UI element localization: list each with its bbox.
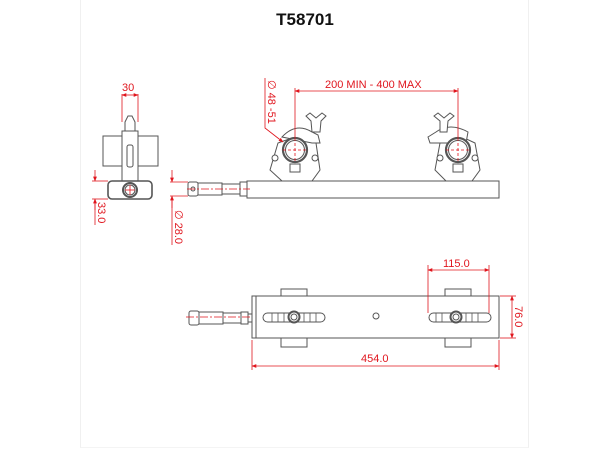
front-view-dimensions (170, 78, 470, 245)
dim-side-height: 33.0 (95, 202, 107, 223)
right-half-coupler (427, 112, 481, 182)
drawing-title: T58701 (276, 10, 334, 29)
left-half-coupler (269, 112, 327, 182)
top-view-dimensions (186, 265, 516, 370)
top-view (188, 288, 500, 348)
dim-slot-length: 115.0 (443, 258, 470, 270)
dim-clamp-spacing: 200 MIN - 400 MAX (325, 79, 422, 91)
dim-side-width: 30 (122, 82, 134, 94)
dim-spigot-diameter: ∅ 28.0 (172, 210, 184, 244)
dim-overall-length: 454.0 (361, 353, 389, 365)
dim-tube-diameter: ∅ 48 -51 (265, 80, 277, 124)
drawing-frame (80, 0, 529, 448)
dim-plate-width: 76.0 (512, 306, 524, 327)
front-view (187, 112, 500, 199)
side-view-dimensions (92, 93, 139, 225)
side-view (102, 115, 159, 200)
